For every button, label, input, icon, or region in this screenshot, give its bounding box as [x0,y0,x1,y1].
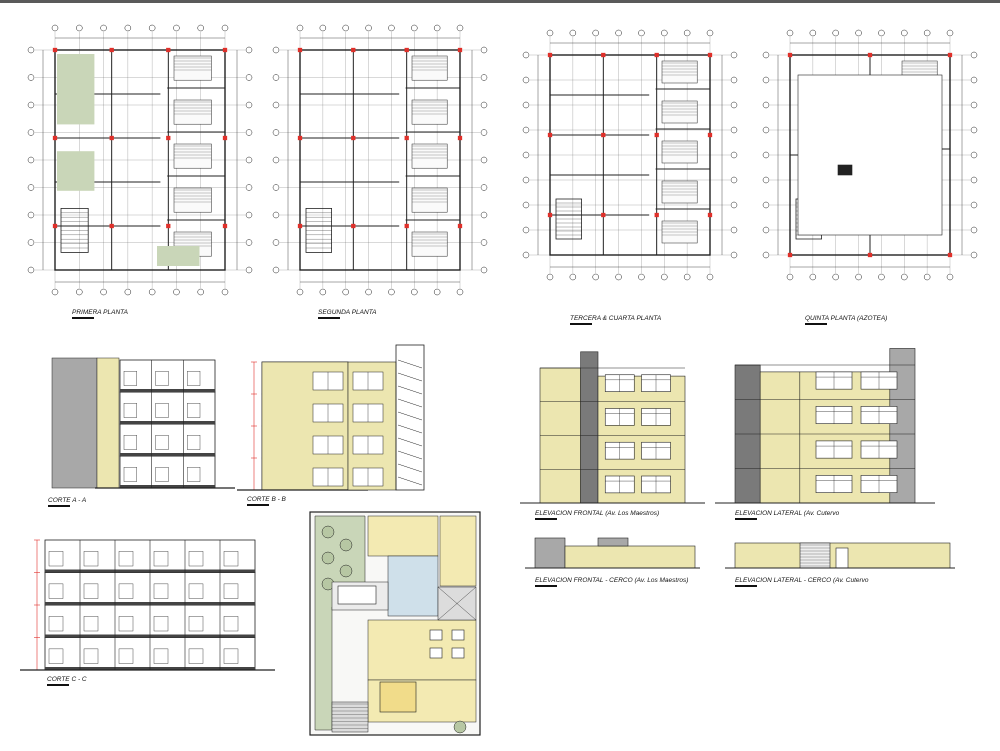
label-elevacion-frontal-cerco: ELEVACION FRONTAL - CERCO (Av. Los Maest… [535,577,689,587]
section-corte-cc [20,539,275,671]
label-corte-cc: CORTE C - C [47,676,87,686]
plan-tercera-cuarta-planta [522,29,738,281]
plan-primera-planta [27,24,253,296]
top-border [0,0,1000,3]
section-corte-aa [51,357,235,489]
elevation-cerco-frontal [525,537,700,569]
label-quinta-planta: QUINTA PLANTA (AZOTEA) [805,315,888,325]
label-segunda-planta: SEGUNDA PLANTA [318,309,377,319]
label-elevacion-frontal: ELEVACION FRONTAL (Av. Los Maestros) [535,510,660,520]
label-corte-aa: CORTE A - A [48,497,87,507]
label-tercera-cuarta-planta: TERCERA & CUARTA PLANTA [570,315,662,325]
elevation-lateral [715,348,935,504]
elevation-cerco-lateral [725,542,955,569]
label-elevacion-lateral: ELEVACION LATERAL (Av. Cutervo [735,510,840,520]
plan-colored-rendering [309,511,481,736]
elevation-frontal [520,351,705,504]
label-elevacion-lateral-cerco: ELEVACION LATERAL - CERCO (Av. Cutervo [735,577,869,587]
plan-quinta-planta [762,29,978,281]
section-corte-bb-right [312,344,425,491]
label-corte-bb: CORTE B - B [247,496,286,506]
plan-segunda-planta [272,24,488,296]
label-primera-planta: PRIMERA PLANTA [72,309,128,319]
